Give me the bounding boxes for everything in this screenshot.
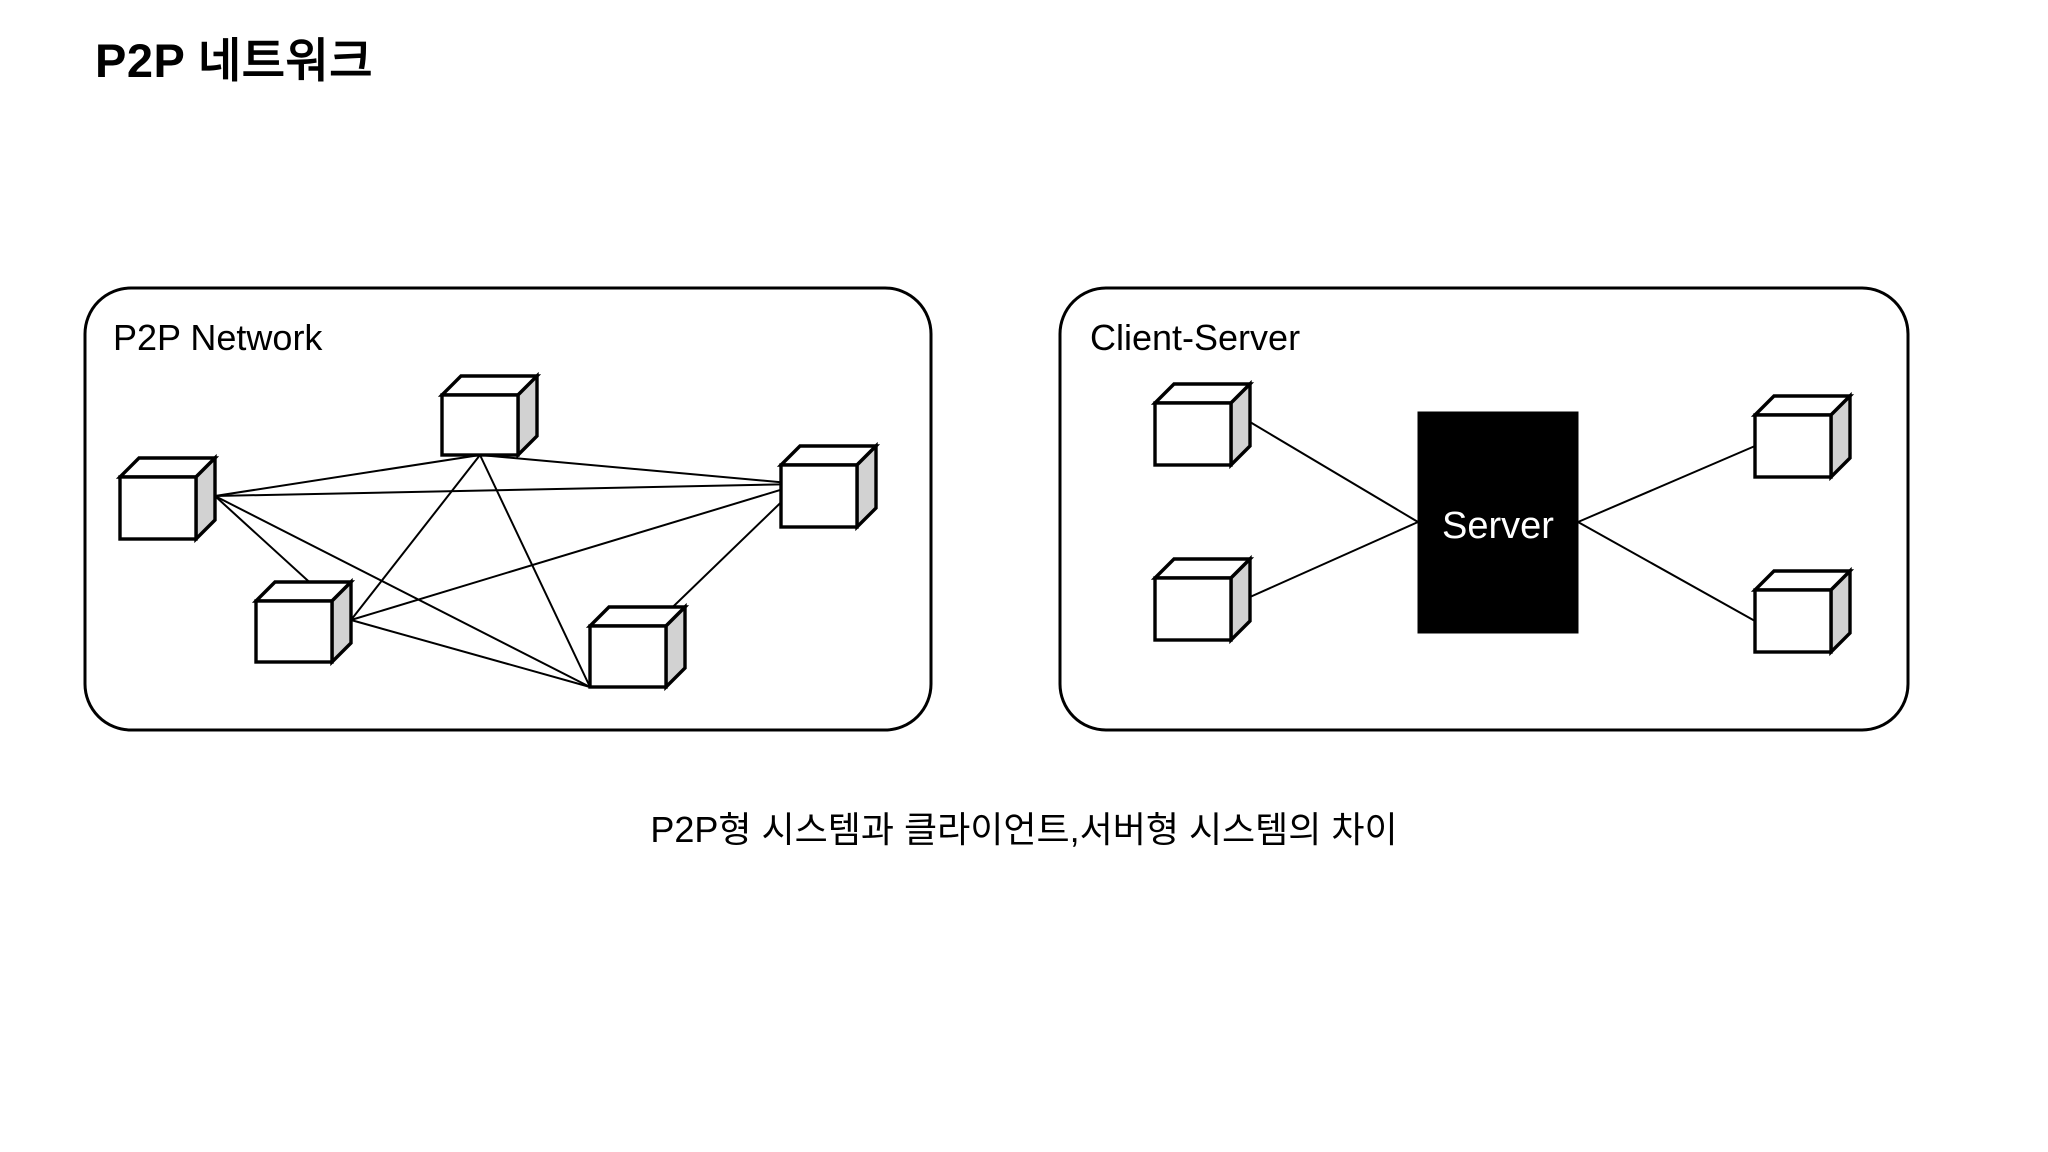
diagram-caption: P2P형 시스템과 클라이언트,서버형 시스템의 차이 bbox=[650, 809, 1398, 850]
server-node-box bbox=[1417, 411, 1579, 634]
cube-front-face bbox=[254, 599, 334, 664]
p2p-node-left bbox=[115, 453, 220, 544]
cube-front-face bbox=[440, 393, 520, 457]
client-node-bottom-left bbox=[1150, 554, 1255, 645]
client-link-client-node-top-left bbox=[1249, 421, 1419, 523]
p2p-node-top bbox=[437, 371, 542, 460]
cube-front-face bbox=[118, 475, 198, 541]
client-server-connection-lines bbox=[1249, 421, 1756, 622]
p2p-node-bottom-left bbox=[251, 577, 356, 667]
p2p-link-top-to-right bbox=[479, 454, 801, 485]
client-node-top-right bbox=[1750, 391, 1855, 482]
client-node-bottom-right bbox=[1750, 566, 1855, 657]
client-server-panel-label: Client-Server bbox=[1090, 317, 1300, 358]
client-node-top-left bbox=[1150, 379, 1255, 470]
client-server-panel-border bbox=[1058, 286, 1910, 732]
p2p-link-left-to-right bbox=[214, 483, 801, 497]
client-link-client-node-top-right bbox=[1577, 445, 1756, 523]
cube-front-face bbox=[779, 463, 859, 529]
page-title: P2P 네트워크 bbox=[95, 34, 374, 87]
p2p-link-top-to-bottom_left bbox=[350, 454, 481, 621]
p2p-link-top-to-bottom_right bbox=[479, 454, 591, 688]
cube-front-face bbox=[1753, 413, 1833, 479]
p2p-connection-lines bbox=[214, 454, 801, 688]
server-node-label: Server bbox=[1442, 505, 1554, 547]
p2p-link-right-to-bottom_left bbox=[350, 483, 801, 621]
client-node-cubes bbox=[1150, 379, 1855, 657]
p2p-panel-border bbox=[83, 286, 933, 732]
p2p-node-cubes bbox=[115, 371, 881, 692]
p2p-link-left-to-top bbox=[214, 454, 481, 497]
p2p-link-bottom_left-to-bottom_right bbox=[350, 619, 591, 688]
cube-front-face bbox=[1753, 588, 1833, 654]
p2p-node-right bbox=[776, 441, 881, 532]
client-link-client-node-bottom-left bbox=[1249, 521, 1419, 598]
p2p-panel-label: P2P Network bbox=[113, 317, 323, 358]
cube-front-face bbox=[1153, 401, 1233, 467]
cube-front-face bbox=[1153, 576, 1233, 642]
p2p-link-left-to-bottom_right bbox=[214, 495, 591, 688]
p2p-node-bottom-right bbox=[585, 602, 690, 692]
client-link-client-node-bottom-right bbox=[1577, 521, 1756, 622]
cube-front-face bbox=[588, 624, 668, 689]
